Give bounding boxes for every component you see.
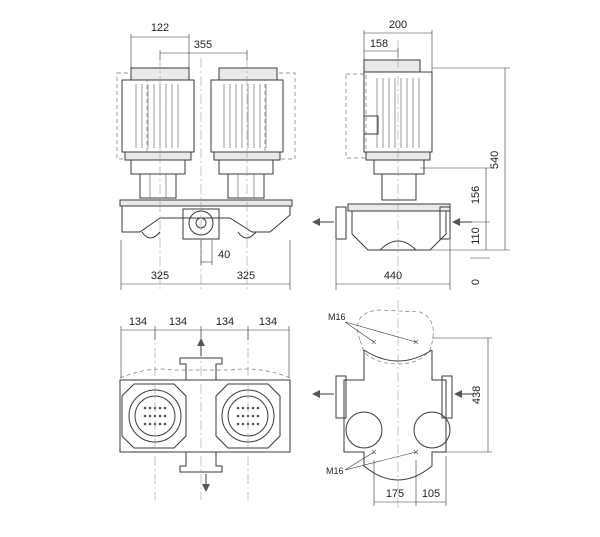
dim-110: 110 (470, 227, 482, 245)
bolt-label-bottom: M16 (326, 466, 344, 476)
motor-left (121, 67, 195, 199)
dim-156: 156 (470, 186, 482, 204)
dim-134-a: 134 (129, 316, 147, 328)
front-view (116, 58, 296, 290)
dim-440: 440 (384, 270, 402, 282)
dim-0: 0 (470, 279, 482, 285)
dim-438: 438 (471, 386, 483, 404)
dim-158: 158 (370, 38, 388, 50)
dim-325-left: 325 (151, 270, 169, 282)
dim-200: 200 (389, 19, 407, 31)
dim-122: 122 (151, 22, 169, 34)
dim-355: 355 (194, 39, 212, 51)
dim-134-c: 134 (216, 316, 234, 328)
front-dimensions: 122 355 40 325 325 (120, 22, 291, 290)
dim-134-b: 134 (169, 316, 187, 328)
side-view (312, 40, 472, 290)
dim-105: 105 (422, 488, 440, 500)
plan-view (312, 300, 474, 510)
top-dimensions: 134 134 134 134 (120, 316, 290, 378)
dim-325-right: 325 (237, 270, 255, 282)
dim-175: 175 (386, 488, 404, 500)
plan-dimensions: 438 175 105 M16 M16 (326, 312, 492, 506)
side-dimensions: 200 158 540 156 110 0 440 (335, 19, 510, 290)
top-view (119, 330, 291, 500)
dim-40: 40 (218, 249, 230, 261)
dim-134-d: 134 (259, 316, 277, 328)
bolt-label-top: M16 (328, 312, 346, 322)
dim-540: 540 (489, 151, 501, 169)
